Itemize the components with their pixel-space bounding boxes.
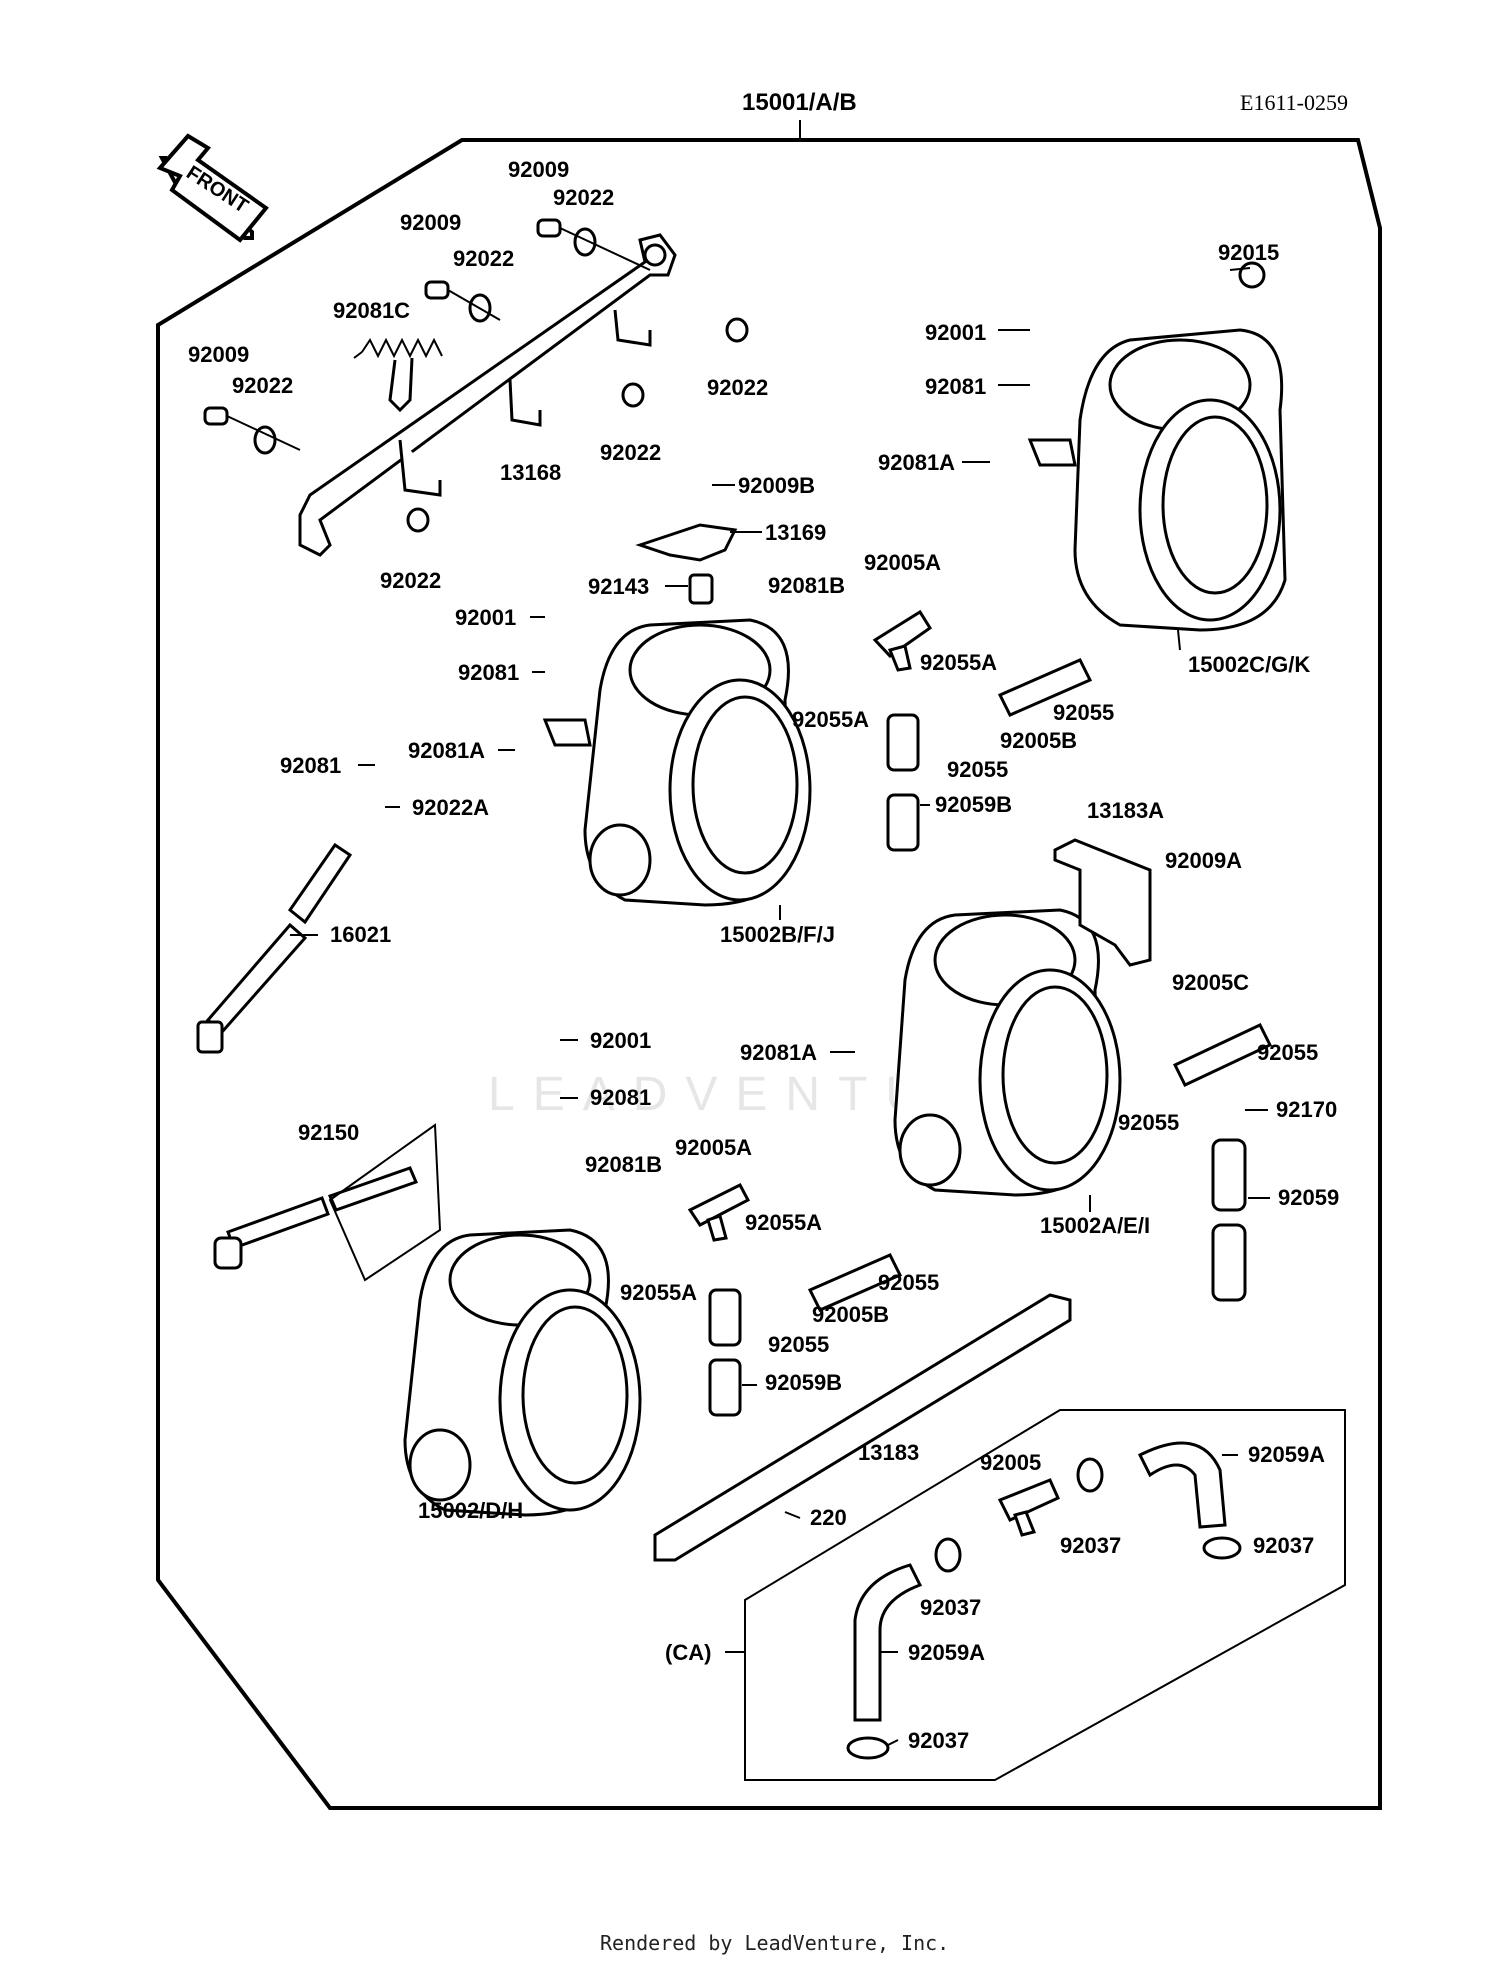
label-92001: 92001 [590,1028,651,1053]
clamp-icon [846,1457,1242,1760]
label-92009B: 92009B [738,473,815,498]
label-13183A: 13183A [1087,798,1164,823]
label-92059B: 92059B [935,792,1012,817]
carburetor-lower-right [893,908,1122,1197]
label-92081B: 92081B [768,573,845,598]
detail-frame [328,1123,442,1282]
label-13183: 13183 [858,1440,919,1465]
label-92081C: 92081C [333,298,410,323]
label-92059: 92059 [1278,1185,1339,1210]
label-92081: 92081 [458,660,519,685]
tee-fitting-icon [687,609,1060,1537]
label-92081: 92081 [590,1085,651,1110]
label-92081A: 92081A [408,738,485,763]
label-92005B: 92005B [812,1302,889,1327]
hose-icon [1137,1441,1227,1529]
label-92055: 92055 [768,1332,829,1357]
label-92022: 92022 [553,185,614,210]
label-92005A: 92005A [864,550,941,575]
label-92150: 92150 [298,1120,359,1145]
label-92055: 92055 [1257,1040,1318,1065]
carburetor-middle-left [542,618,812,907]
label-(CA): (CA) [665,1640,711,1665]
label-15002C/G/K: 15002C/G/K [1188,652,1310,677]
label-92009: 92009 [508,157,569,182]
linkage-bracket [298,233,677,557]
bracket-13169 [635,523,738,562]
label-92055A: 92055A [920,650,997,675]
rail-13183 [653,1293,1072,1562]
label-92055: 92055 [947,757,1008,782]
label-92022: 92022 [707,375,768,400]
label-92022: 92022 [453,246,514,271]
label-92059A: 92059A [908,1640,985,1665]
label-92009A: 92009A [1165,848,1242,873]
assembly-number: 15001/A/B [742,89,857,116]
footer-credit: Rendered by LeadVenture, Inc. [600,1931,949,1955]
bracket-13183A [1053,838,1152,967]
label-92037: 92037 [1253,1533,1314,1558]
label-92055A: 92055A [792,707,869,732]
front-arrow-icon: FRONT [156,133,269,243]
label-92001: 92001 [925,320,986,345]
label-92037: 92037 [920,1595,981,1620]
fitting-icon [688,573,1247,1417]
carburetor-upper-right [1027,328,1287,632]
label-220: 220 [810,1505,847,1530]
label-92170: 92170 [1276,1097,1337,1122]
label-92022: 92022 [380,568,441,593]
label-92081A: 92081A [740,1040,817,1065]
label-15002/D/H: 15002/D/H [418,1498,523,1523]
label-92081: 92081 [280,753,341,778]
label-16021: 16021 [330,922,391,947]
label-15002B/F/J: 15002B/F/J [720,922,835,947]
label-92081: 92081 [925,374,986,399]
pipe-icon [807,658,1273,1312]
label-92009: 92009 [188,342,249,367]
label-92059B: 92059B [765,1370,842,1395]
label-92009: 92009 [400,210,461,235]
label-92005: 92005 [980,1450,1041,1475]
label-92143: 92143 [588,574,649,599]
assembly-frame [156,138,1382,1810]
carburetor-lower-left [403,1228,642,1517]
label-15002A/E/I: 15002A/E/I [1040,1213,1150,1238]
label-92055A: 92055A [745,1210,822,1235]
label-92037: 92037 [1060,1533,1121,1558]
label-92059A: 92059A [1248,1442,1325,1467]
label-92037: 92037 [908,1728,969,1753]
spring-icon [353,337,443,359]
leader-lines [290,267,1270,1746]
label-92005A: 92005A [675,1135,752,1160]
label-92022: 92022 [600,440,661,465]
label-92022A: 92022A [412,795,489,820]
hose-icon [853,1563,923,1722]
label-13169: 13169 [765,520,826,545]
label-92081A: 92081A [878,450,955,475]
shaft-icon [196,842,419,1270]
label-92005C: 92005C [1172,970,1249,995]
ca-kit-box [744,1409,1346,1781]
label-92022: 92022 [232,373,293,398]
label-92015: 92015 [1218,240,1279,265]
label-92055: 92055 [1118,1110,1179,1135]
label-92005B: 92005B [1000,728,1077,753]
label-92081B: 92081B [585,1152,662,1177]
reference-code: E1611-0259 [1240,90,1348,115]
label-92055A: 92055A [620,1280,697,1305]
label-92055: 92055 [878,1270,939,1295]
label-92055: 92055 [1053,700,1114,725]
label-13168: 13168 [500,460,561,485]
label-92001: 92001 [455,605,516,630]
